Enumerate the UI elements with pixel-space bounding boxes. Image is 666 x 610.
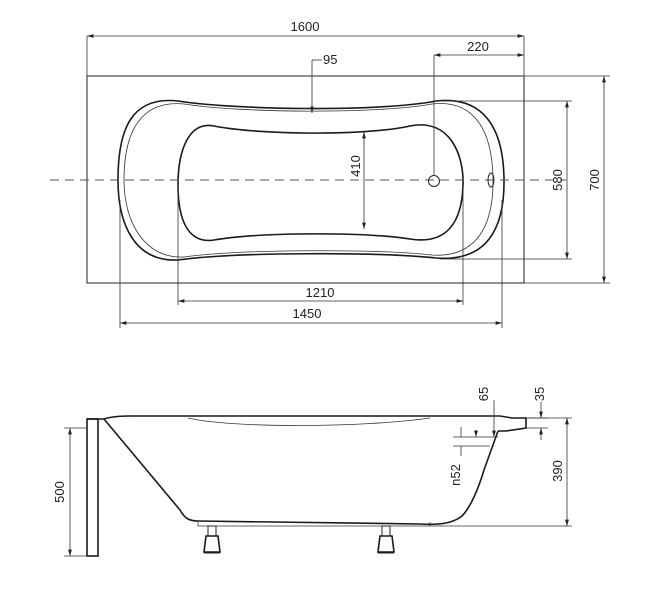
dim-1450: 1450 xyxy=(293,306,322,321)
dim-700: 700 xyxy=(587,169,602,191)
dim-580: 580 xyxy=(550,169,565,191)
tub-inner-bowl xyxy=(117,99,505,261)
front-panel xyxy=(86,418,99,557)
dim-n52: n52 xyxy=(448,464,463,486)
overflow-icon xyxy=(487,172,495,188)
dim-220: 220 xyxy=(467,39,489,54)
tub-inner-rim-line xyxy=(123,103,494,258)
side-view: n52 65 35 390 500 xyxy=(52,387,572,557)
dim-410: 410 xyxy=(348,155,363,177)
top-view: 1600 95 220 410 580 700 1210 1450 xyxy=(50,19,610,328)
tub-rim-curve xyxy=(187,417,431,426)
dim-35: 35 xyxy=(532,387,547,401)
dim-390: 390 xyxy=(550,460,565,482)
tub-basin xyxy=(177,124,464,242)
drain-icon xyxy=(428,175,440,187)
tub-leg-right xyxy=(377,525,395,554)
tub-base xyxy=(197,521,431,527)
tub-leg-left xyxy=(203,525,221,554)
dim-1210: 1210 xyxy=(306,285,335,300)
dim-95: 95 xyxy=(323,52,337,67)
dim-1600: 1600 xyxy=(291,19,320,34)
dim-500: 500 xyxy=(52,481,67,503)
tub-body xyxy=(103,418,499,526)
tub-rim xyxy=(87,415,527,432)
dim-65: 65 xyxy=(476,387,491,401)
tub-outer-rim xyxy=(86,75,525,284)
